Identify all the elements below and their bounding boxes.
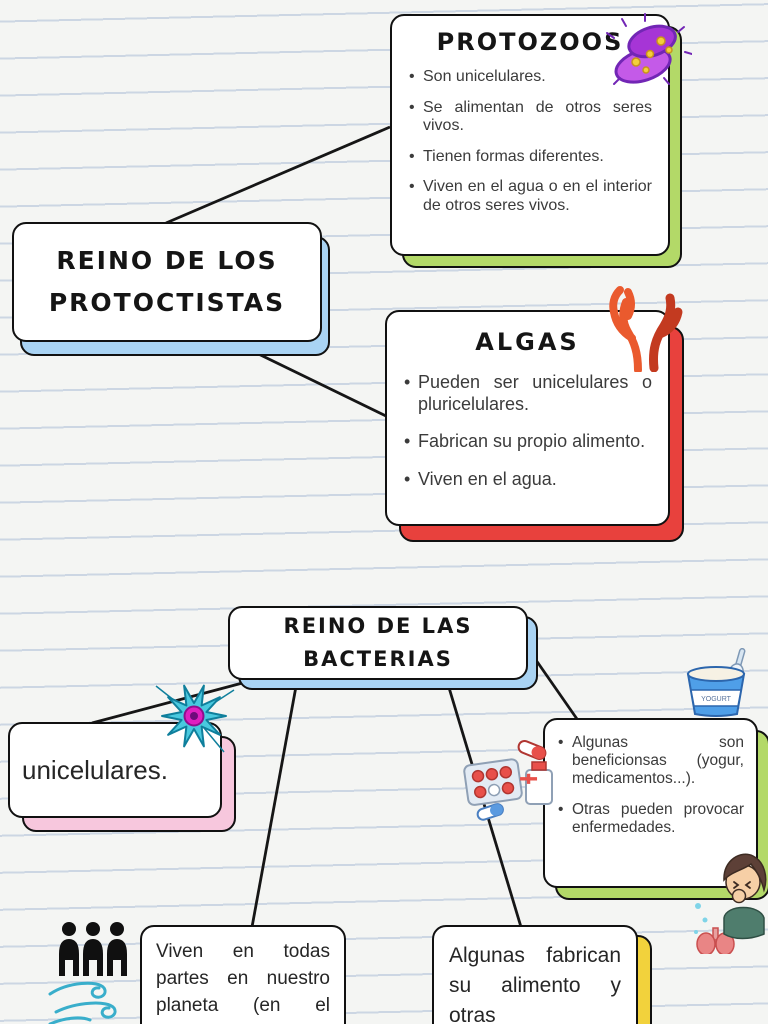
viven-text: Viven en todas partes en nuestro planeta… <box>156 941 330 1024</box>
protozoos-box: PROTOZOOS Son unicelulares. Se alimentan… <box>390 14 670 256</box>
beneficiosas-box: Algunas son beneficionsas (yogur, medica… <box>543 718 758 888</box>
fabrican-box: Algunas fabrican su alimento y otras <box>432 925 638 1024</box>
protoctistas-title-line2: PROTOCTISTAS <box>48 288 286 317</box>
algas-box: ALGAS Pueden ser unicelulares o pluricel… <box>385 310 670 526</box>
protozoos-title: PROTOZOOS <box>436 28 624 56</box>
bacterias-title-line2: BACTERIAS <box>303 647 453 671</box>
bullet-item: Viven en el agua o en el interior de otr… <box>408 178 652 215</box>
bullet-item: Viven en el agua. <box>403 469 652 491</box>
protozoos-node: PROTOZOOS Son unicelulares. Se alimentan… <box>390 14 682 268</box>
bacterias-box: REINO DE LAS BACTERIAS <box>228 606 528 680</box>
bullet-item: Son unicelulares. <box>408 68 652 87</box>
protoctistas-node: REINO DE LOS PROTOCTISTAS <box>12 222 330 356</box>
protoctistas-box: REINO DE LOS PROTOCTISTAS <box>12 222 322 342</box>
viven-node: Viven en todas partes en nuestro planeta… <box>140 925 346 1024</box>
protoctistas-title-line1: REINO DE LOS <box>56 245 278 275</box>
unicelulares-box: unicelulares. <box>8 722 222 818</box>
bullet-item: Pueden ser unicelulares o pluricelulares… <box>403 372 652 415</box>
bacterias-title-line1: REINO DE LAS <box>283 614 473 639</box>
fabrican-text: Algunas fabrican su alimento y otras <box>449 944 621 1024</box>
beneficiosas-node: Algunas son beneficionsas (yogur, medica… <box>543 718 768 900</box>
bullet-item: Se alimentan de otros seres vivos. <box>408 99 652 136</box>
algas-bullets: Pueden ser unicelulares o pluricelulares… <box>387 372 668 490</box>
unicelulares-text: unicelulares. <box>22 754 168 785</box>
bullet-item: Tienen formas diferentes. <box>408 148 652 167</box>
bullet-item: Otras pueden provocar enfermedades. <box>557 801 744 837</box>
protoctistas-title: REINO DE LOS PROTOCTISTAS <box>14 224 320 340</box>
fabrican-node: Algunas fabrican su alimento y otras <box>432 925 652 1024</box>
algas-title: ALGAS <box>475 328 580 356</box>
beneficiosas-bullets: Algunas son beneficionsas (yogur, medica… <box>545 734 756 837</box>
bullet-item: Algunas son beneficionsas (yogur, medica… <box>557 734 744 787</box>
bullet-item: Fabrican su propio alimento. <box>403 431 652 453</box>
viven-box: Viven en todas partes en nuestro planeta… <box>140 925 346 1024</box>
bacterias-title: REINO DE LAS BACTERIAS <box>230 608 526 678</box>
bacterias-node: REINO DE LAS BACTERIAS <box>228 606 538 690</box>
protozoos-bullets: Son unicelulares. Se alimentan de otros … <box>392 68 668 215</box>
algas-node: ALGAS Pueden ser unicelulares o pluricel… <box>385 310 684 542</box>
unicelulares-node: unicelulares. <box>8 722 236 832</box>
